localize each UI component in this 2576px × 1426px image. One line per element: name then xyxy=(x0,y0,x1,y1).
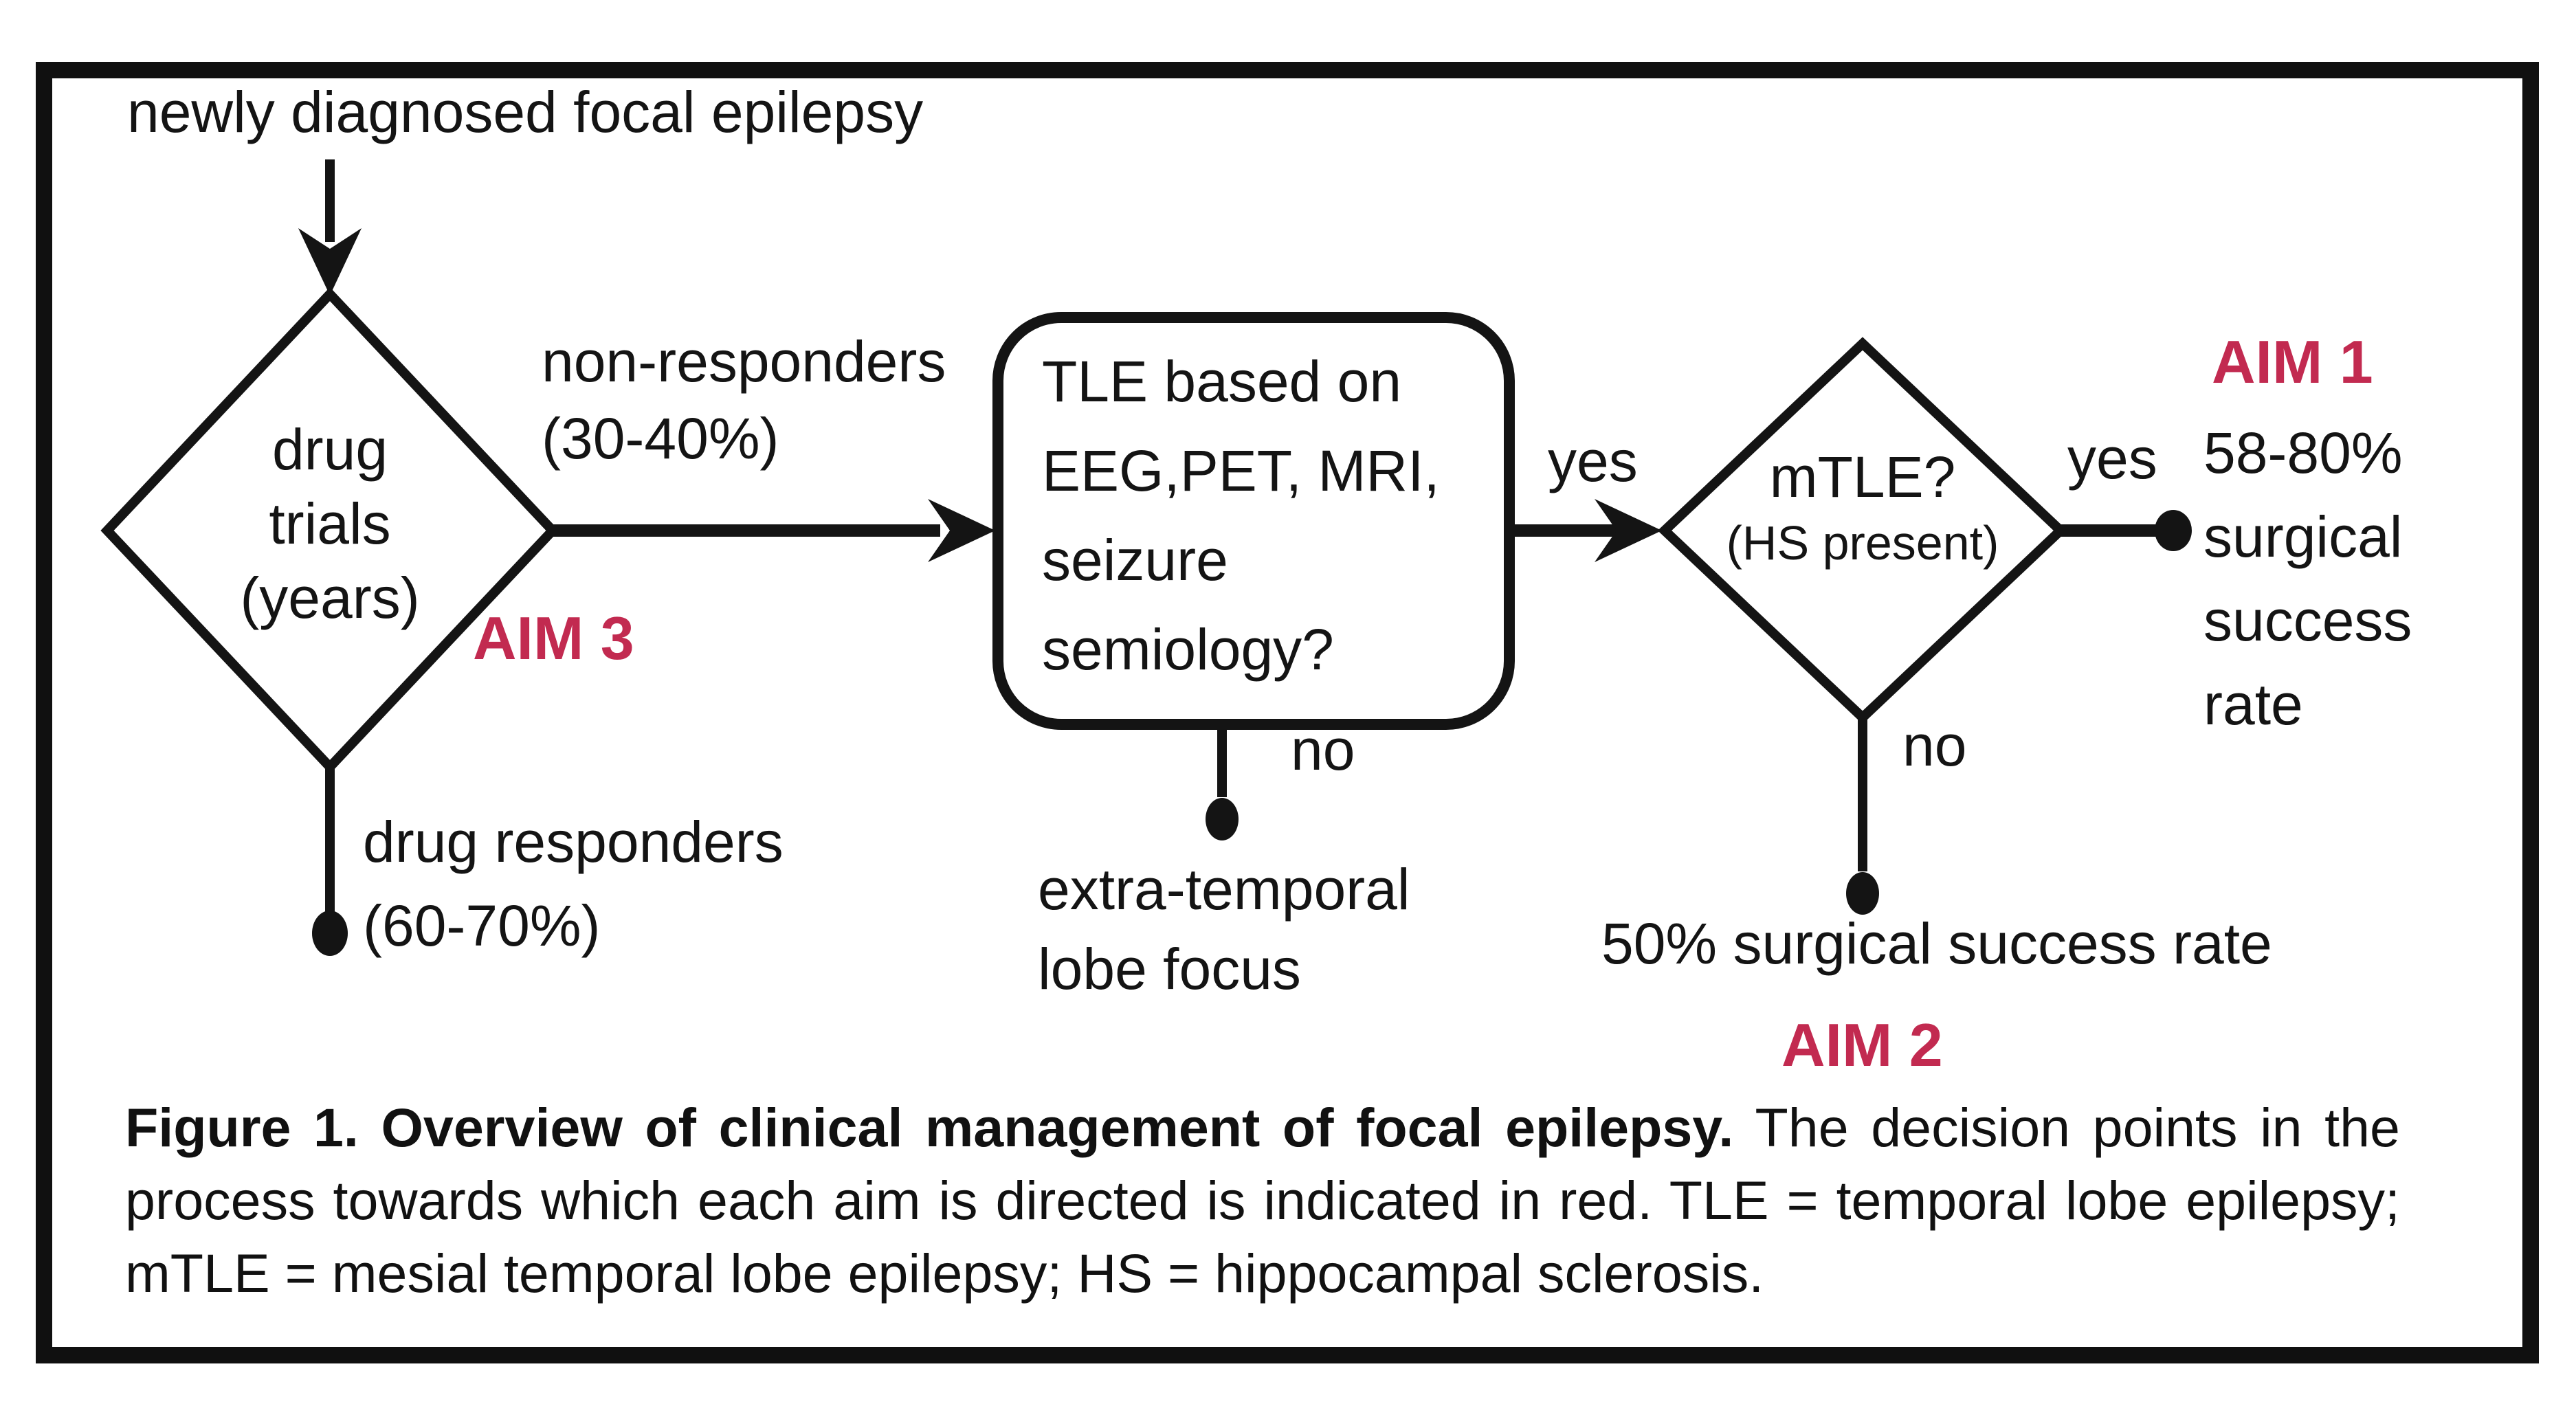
tle-line-2: EEG,PET, MRI, xyxy=(1042,438,1440,503)
start-label: newly diagnosed focal epilepsy xyxy=(127,80,924,144)
aim2-endpoint-dot xyxy=(1846,872,1879,915)
drug-responders-line-1: drug responders xyxy=(363,810,784,874)
right-arrowhead-icon-1 xyxy=(928,499,995,562)
mtle-line-2: (HS present) xyxy=(1726,516,1999,570)
aim1-outcome-line-2: surgical xyxy=(2203,504,2403,569)
aim1-outcome-line-3: success xyxy=(2203,588,2412,653)
tle-decision-box xyxy=(992,312,1515,730)
non-responders-line-1: non-responders xyxy=(542,329,946,394)
right-arrowhead-icon-2 xyxy=(1595,499,1662,562)
figure-caption: Figure 1. Overview of clinical managemen… xyxy=(125,1091,2400,1310)
figure-caption-regular: The decision points in the process towar… xyxy=(125,1097,2400,1304)
no-label-tle: no xyxy=(1291,717,1355,782)
extra-temporal-line-1: extra-temporal xyxy=(1038,857,1410,922)
drug-trials-line-3: (years) xyxy=(240,566,420,630)
extra-temporal-endpoint-dot xyxy=(1206,798,1239,840)
extra-temporal-line-2: lobe focus xyxy=(1038,937,1301,1001)
down-arrowhead-icon xyxy=(298,228,362,296)
tle-line-3: seizure xyxy=(1042,528,1228,592)
aim2-label: AIM 2 xyxy=(1781,1011,1943,1079)
aim1-outcome-label: 58-80% surgical success rate xyxy=(2203,411,2412,746)
tle-line-1: TLE based on xyxy=(1042,349,1402,414)
yes-label-tle: yes xyxy=(1548,429,1638,493)
figure-caption-bold: Figure 1. Overview of clinical managemen… xyxy=(125,1097,1734,1158)
aim2-outcome-label: 50% surgical success rate xyxy=(1601,911,2272,976)
yes-label-mtle: yes xyxy=(2067,426,2157,491)
non-responders-line-2: (30-40%) xyxy=(542,406,779,471)
mtle-line-1: mTLE? xyxy=(1769,445,1956,509)
aim1-outcome-line-1: 58-80% xyxy=(2203,421,2403,485)
aim3-label: AIM 3 xyxy=(473,604,634,672)
drug-responders-label: drug responders (60-70%) xyxy=(363,800,784,968)
extra-temporal-label: extra-temporal lobe focus xyxy=(1038,849,1410,1009)
drug-trials-line-2: trials xyxy=(269,491,391,556)
mtle-node-label: mTLE? (HS present) xyxy=(1691,443,2034,575)
drug-responders-line-2: (60-70%) xyxy=(363,893,601,958)
figure-border-frame xyxy=(36,62,2539,1363)
drug-trials-node-label: drug trials (years) xyxy=(158,412,502,635)
no-label-mtle: no xyxy=(1902,713,1967,778)
aim1-outcome-line-4: rate xyxy=(2203,672,2303,737)
aim1-label: AIM 1 xyxy=(2212,328,2373,396)
non-responders-label: non-responders (30-40%) xyxy=(542,323,946,477)
drug-responders-endpoint-dot xyxy=(312,911,348,956)
drug-trials-line-1: drug xyxy=(271,417,388,482)
tle-line-4: semiology? xyxy=(1042,617,1334,682)
aim1-endpoint-dot xyxy=(2155,510,2192,551)
tle-node-label: TLE based on EEG,PET, MRI, seizure semio… xyxy=(1042,337,1440,694)
